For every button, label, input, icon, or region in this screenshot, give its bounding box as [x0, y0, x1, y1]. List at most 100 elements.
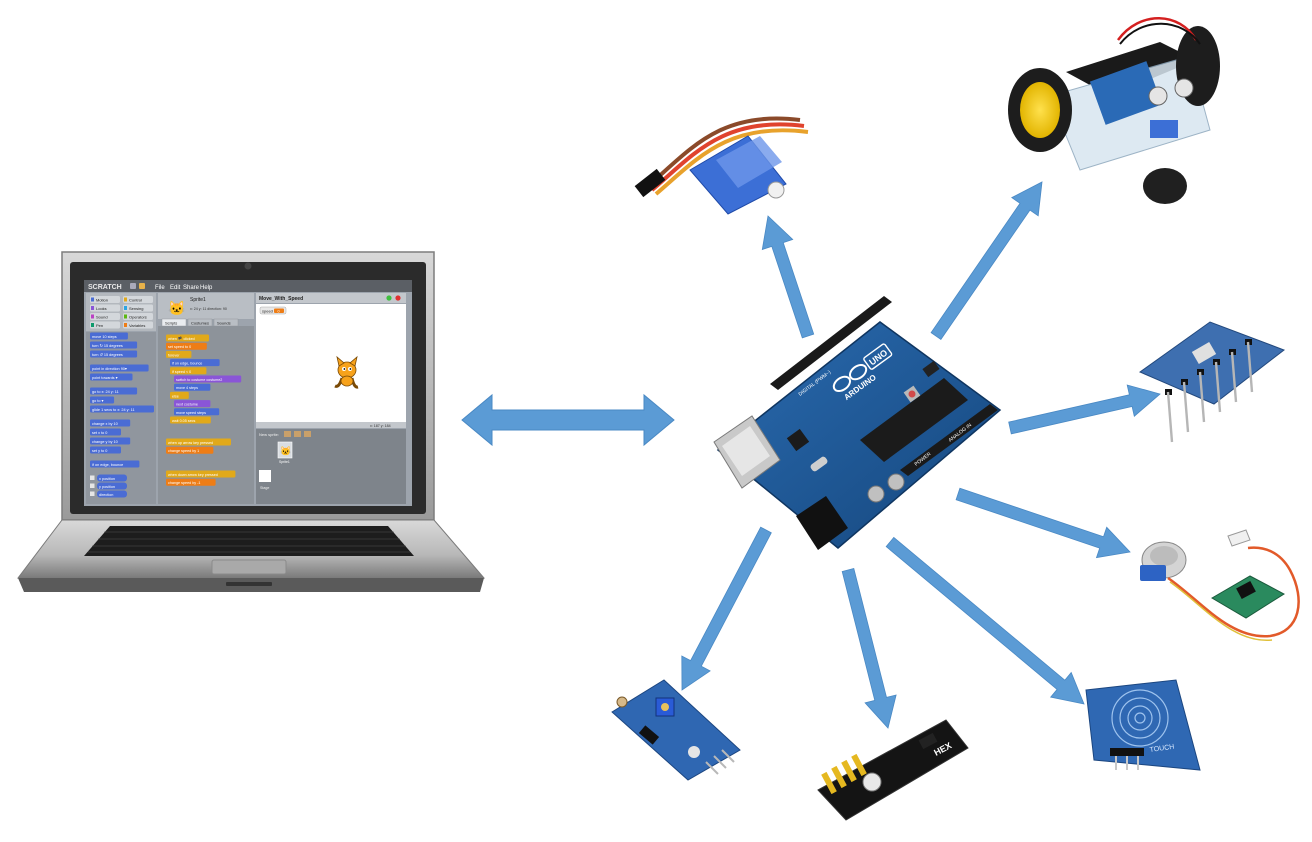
caster-wheel [1143, 168, 1187, 204]
reporter-checkbox[interactable] [90, 491, 95, 497]
motion-block-label: set y to 0 [92, 449, 107, 453]
light-sensor-module [611, 679, 741, 781]
motion-block-label: go to x: 24 y: 11 [92, 390, 119, 394]
reporter-checkbox[interactable] [90, 475, 95, 481]
arrow-to-touch-sensor [885, 536, 1085, 705]
script-block[interactable] [166, 446, 214, 454]
usb-controller-chip [786, 428, 810, 452]
motion-block[interactable] [90, 405, 154, 413]
script-block[interactable] [166, 350, 192, 358]
motion-block[interactable] [90, 446, 121, 454]
category-button[interactable] [90, 313, 120, 320]
script-block[interactable] [166, 342, 207, 350]
script-block[interactable] [174, 408, 220, 416]
connection-arrows [461, 181, 1161, 729]
motion-block-label: glide 1 secs to x: 24 y: 11 [92, 408, 135, 412]
ir-line-sensor: HEX Power [817, 719, 969, 821]
toolbar-save-icon[interactable] [130, 283, 136, 289]
script-block-label: move speed steps [176, 411, 206, 415]
motion-block[interactable] [90, 387, 138, 395]
reporter-label: y position [99, 485, 115, 489]
motion-block[interactable] [90, 460, 140, 468]
motion-block[interactable] [90, 332, 128, 340]
choose-sprite-icon[interactable] [294, 431, 301, 437]
script-block[interactable] [170, 416, 211, 424]
motion-block[interactable] [90, 396, 115, 404]
script-block[interactable] [170, 359, 220, 367]
sprite-thumb-cat-icon: 🐱 [280, 446, 291, 456]
stage-thumb[interactable] [259, 470, 271, 482]
sprite-coords: x: 24 y: 11 direction: 90 [190, 307, 227, 311]
header-pin [1230, 351, 1238, 403]
menu-share[interactable]: Share [183, 285, 200, 291]
script-block-label: if speed < 0 [172, 370, 191, 374]
category-label: Looks [96, 306, 107, 311]
variable-monitor-value-box [274, 308, 284, 313]
category-button[interactable] [123, 304, 153, 312]
script-block-label: next costume [176, 403, 198, 407]
script-block[interactable] [166, 470, 236, 478]
reporter-label: x position [99, 477, 115, 481]
script-block-label: else [172, 394, 179, 398]
driver-chip [1236, 580, 1256, 600]
script-block[interactable] [170, 367, 207, 375]
tab-label: Sounds [217, 321, 231, 326]
motion-block[interactable] [90, 437, 131, 445]
script-block[interactable] [174, 400, 211, 408]
menu-file[interactable]: File [155, 285, 165, 291]
toolbar-share-icon[interactable] [139, 283, 145, 289]
motion-block[interactable] [90, 341, 138, 349]
header-icsp [922, 360, 940, 378]
robot-servo [1150, 120, 1178, 138]
reporter-block[interactable] [97, 490, 127, 498]
script-block[interactable] [170, 391, 189, 399]
motion-block-label: change y by 10 [92, 440, 118, 444]
tab-label: Scripts [165, 321, 177, 326]
script-block[interactable] [174, 375, 242, 383]
script-block[interactable] [166, 334, 209, 342]
reporter-block[interactable] [97, 482, 127, 490]
stop-icon[interactable] [395, 295, 401, 301]
script-block[interactable] [174, 383, 211, 391]
motion-block[interactable] [90, 364, 149, 372]
menu-help[interactable]: Help [200, 285, 213, 291]
script-block-label: wait 0.05 secs [172, 419, 196, 423]
scratch-cat-sprite[interactable] [334, 355, 359, 389]
random-sprite-icon[interactable] [304, 431, 311, 437]
category-button[interactable] [90, 321, 120, 329]
script-block[interactable] [166, 438, 231, 446]
category-button[interactable] [123, 296, 153, 303]
category-button[interactable] [123, 313, 153, 320]
scratch-menubar [84, 280, 412, 292]
tab-label: Costumes [191, 321, 209, 326]
category-button[interactable] [90, 296, 120, 303]
menu-edit[interactable]: Edit [170, 285, 181, 291]
motion-block-label: go to ▾ [92, 399, 103, 403]
arrow-to-stepper-motor [955, 487, 1131, 559]
stage-canvas[interactable] [256, 304, 406, 422]
script-block[interactable] [166, 478, 216, 486]
motion-block-label: if on edge, bounce [92, 463, 123, 467]
sprite-thumb[interactable] [277, 441, 293, 459]
atmega-chip [860, 378, 968, 462]
reporter-block[interactable] [97, 474, 127, 482]
green-flag-icon[interactable] [386, 295, 392, 301]
category-color-swatch [124, 314, 127, 319]
paint-sprite-icon[interactable] [284, 431, 291, 437]
capacitor [867, 485, 885, 503]
motion-block[interactable] [90, 373, 133, 381]
header-pin [1166, 391, 1174, 443]
script-block-label: when 🏴 clicked [168, 336, 195, 341]
motion-block[interactable] [90, 419, 131, 427]
stage-thumb-label: Stage [260, 486, 269, 490]
motion-block[interactable] [90, 350, 138, 358]
analog-header [900, 404, 998, 476]
reporter-checkbox[interactable] [90, 483, 95, 489]
motion-block[interactable] [90, 428, 121, 436]
category-button[interactable] [123, 321, 153, 329]
variable-monitor-value: 0 [278, 309, 280, 313]
category-button[interactable] [90, 304, 120, 312]
